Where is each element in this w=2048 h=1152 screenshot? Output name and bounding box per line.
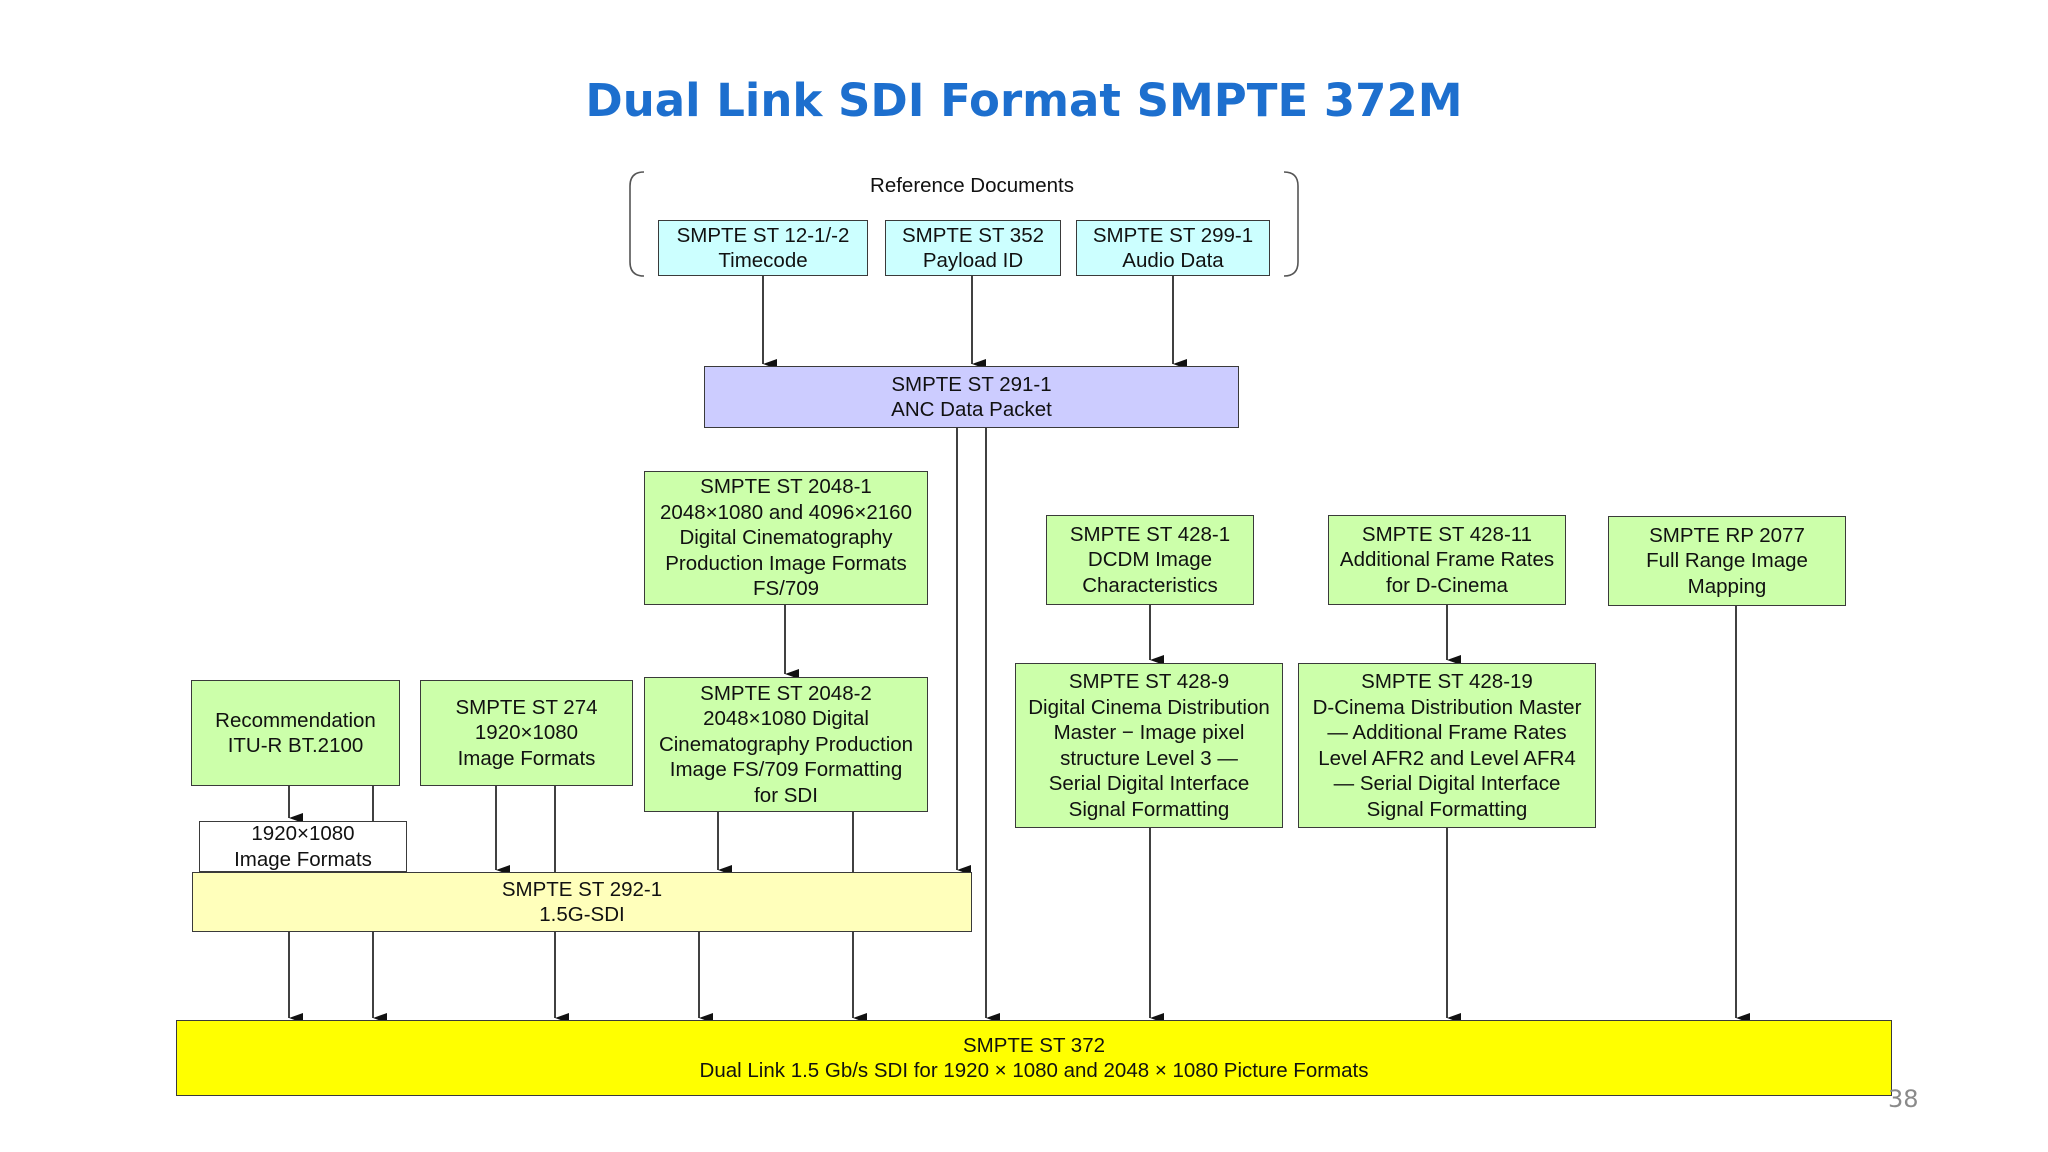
box-st428-1: SMPTE ST 428-1 DCDM Image Characteristic… [1046,515,1254,605]
box-st12-line-1: SMPTE ST 12-1/-2 [676,223,850,247]
box-st428-1-line-1: SMPTE ST 428-1 [1069,522,1231,546]
box-st2048-1-line-4: Production Image Formats [665,551,907,575]
box-st428-11: SMPTE ST 428-11 Additional Frame Rates f… [1328,515,1566,605]
box-st2048-2-line-2: 2048×1080 Digital [703,707,869,731]
box-bt2100-line-1: Recommendation [215,708,376,732]
box-st292-1-5g-sdi: SMPTE ST 292-1 1.5G-SDI [192,872,972,932]
box-st428-9-line-4: structure Level 3 — [1060,746,1238,770]
box-rp2077: SMPTE RP 2077 Full Range Image Mapping [1608,516,1846,606]
box-st2048-2-line-3: Cinematography Production [658,732,914,756]
box-bt2100-line-2: ITU-R BT.2100 [227,734,364,757]
box-fmt1080-line-1: 1920×1080 [251,822,355,845]
box-st428-19-line-5: — Serial Digital Interface [1333,772,1561,795]
box-rp2077-line-1: SMPTE RP 2077 [1649,523,1805,547]
box-st2048-1-line-1: SMPTE ST 2048-1 [700,475,872,499]
box-bt2100: Recommendation ITU-R BT.2100 [191,680,400,786]
box-st428-9: SMPTE ST 428-9 Digital Cinema Distributi… [1015,663,1283,828]
box-st274-line-3: Image Formats [457,746,596,770]
box-st372-line-1: SMPTE ST 372 [962,1033,1106,1057]
box-st352-payload-id: SMPTE ST 352 Payload ID [885,220,1061,276]
box-st12-timecode: SMPTE ST 12-1/-2 Timecode [658,220,868,276]
box-st372-line-2: Dual Link 1.5 Gb/s SDI for 1920 × 1080 a… [699,1059,1369,1082]
box-st428-9-line-2: Digital Cinema Distribution [1028,695,1270,719]
box-st2048-1-line-5: FS/709 [752,577,820,601]
box-st428-1-line-3: Characteristics [1082,573,1218,597]
box-fmt1080-line-2: Image Formats [234,847,372,871]
box-st428-1-line-2: DCDM Image [1087,548,1213,572]
box-st274-line-2: 1920×1080 [474,721,579,745]
box-st352-line-1: SMPTE ST 352 [901,223,1045,247]
reference-bracket-left [629,171,645,277]
box-st428-19-line-1: SMPTE ST 428-19 [1361,670,1533,693]
box-st274-line-1: SMPTE ST 274 [455,695,598,719]
box-st12-line-2: Timecode [718,249,808,272]
slide-title: Dual Link SDI Format SMPTE 372M [585,74,1463,127]
box-st291-line-2: ANC Data Packet [891,398,1052,421]
box-st428-19-line-3: — Additional Frame Rates [1327,721,1567,744]
box-st428-9-line-3: Master − Image pixel [1053,721,1245,744]
box-st372-dual-link: SMPTE ST 372 Dual Link 1.5 Gb/s SDI for … [176,1020,1892,1096]
box-st299-line-1: SMPTE ST 299-1 [1092,223,1254,247]
box-st428-19: SMPTE ST 428-19 D-Cinema Distribution Ma… [1298,663,1596,828]
box-rp2077-line-3: Mapping [1687,574,1767,598]
box-st292-line-1: SMPTE ST 292-1 [501,877,663,901]
box-st428-9-line-5: Serial Digital Interface [1048,772,1250,795]
box-1920x1080-image-formats: 1920×1080 Image Formats [199,821,407,872]
box-st2048-2-line-4: Image FS/709 Formatting [669,758,903,782]
reference-documents-label: Reference Documents [870,174,1074,197]
reference-bracket-right [1283,171,1299,277]
box-st428-11-line-1: SMPTE ST 428-11 [1361,522,1533,546]
box-st2048-2-line-5: for SDI [754,783,818,807]
box-st428-9-line-1: SMPTE ST 428-9 [1068,670,1230,693]
box-st274: SMPTE ST 274 1920×1080 Image Formats [420,680,633,786]
page-number: 38 [1888,1085,1919,1113]
box-st2048-1-line-2: 2048×1080 and 4096×2160 [660,500,912,524]
box-st2048-2: SMPTE ST 2048-2 2048×1080 Digital Cinema… [644,677,928,812]
box-st428-11-line-3: for D-Cinema [1386,573,1508,597]
box-st428-9-line-6: Signal Formatting [1068,797,1230,821]
box-st299-audio-data: SMPTE ST 299-1 Audio Data [1076,220,1270,276]
box-rp2077-line-2: Full Range Image [1646,549,1808,573]
box-st2048-1-line-3: Digital Cinematography [679,526,893,550]
box-st428-19-line-6: Signal Formatting [1366,797,1528,821]
box-st292-line-2: 1.5G-SDI [539,903,625,926]
box-st428-19-line-2: D-Cinema Distribution Master [1312,695,1582,719]
box-st2048-1: SMPTE ST 2048-1 2048×1080 and 4096×2160 … [644,471,928,605]
box-st352-line-2: Payload ID [922,249,1024,272]
box-st428-11-line-2: Additional Frame Rates [1339,548,1555,572]
box-st291-anc-data-packet: SMPTE ST 291-1 ANC Data Packet [704,366,1239,428]
box-st2048-2-line-1: SMPTE ST 2048-2 [700,681,872,705]
box-st291-line-1: SMPTE ST 291-1 [891,372,1052,396]
box-st428-19-line-4: Level AFR2 and Level AFR4 [1318,746,1576,770]
box-st299-line-2: Audio Data [1122,249,1224,272]
